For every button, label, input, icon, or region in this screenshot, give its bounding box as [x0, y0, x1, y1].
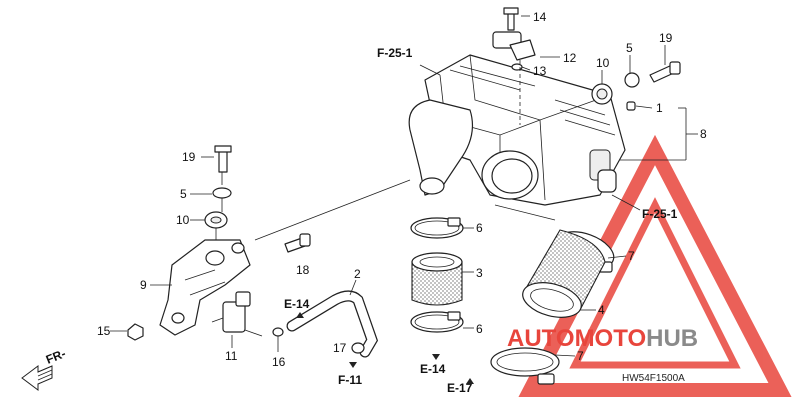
callout-5-right: 5 — [626, 41, 633, 55]
diagram-code: HW54F1500A — [622, 373, 685, 384]
guide-line-1 — [254, 179, 411, 241]
throttle-bore — [481, 150, 539, 200]
callout-6-lower: 6 — [476, 322, 483, 336]
callout-18: 18 — [296, 263, 310, 277]
left-mount-stack — [204, 145, 232, 248]
ref-f25-1-top: F-25-1 — [377, 46, 413, 60]
solenoid-valve — [211, 291, 263, 337]
callout-1: 1 — [656, 101, 663, 115]
intake-tube — [411, 252, 463, 306]
callout-8: 8 — [700, 127, 707, 141]
right-mount-parts — [591, 61, 681, 111]
callout-9: 9 — [140, 278, 147, 292]
callout-19-left: 19 — [182, 150, 196, 164]
watermark-part-moto: MOTO — [575, 325, 647, 352]
callout-3: 3 — [476, 266, 483, 280]
callout-14: 14 — [533, 10, 547, 24]
intake-duct — [522, 229, 606, 318]
nut-15 — [127, 323, 144, 341]
callout-12: 12 — [563, 51, 577, 65]
map-sensor — [492, 7, 536, 71]
clip-16 — [272, 327, 284, 337]
mount-bracket — [159, 239, 251, 336]
callout-2: 2 — [354, 267, 361, 281]
guide-line-2 — [494, 204, 556, 221]
callout-7-upper: 7 — [628, 249, 635, 263]
callout-5-left: 5 — [180, 187, 187, 201]
band-clamp-lower — [490, 347, 560, 385]
callout-13: 13 — [533, 64, 547, 78]
callout-16: 16 — [272, 355, 286, 369]
ref-f11: F-11 — [338, 373, 362, 387]
front-arrow: FR- — [21, 346, 68, 391]
callout-7-lower: 7 — [577, 349, 584, 363]
watermark-part-auto: AUTO — [507, 325, 575, 352]
leader-lines — [110, 15, 698, 357]
hose-clamp-upper — [410, 217, 464, 239]
ref-f25-1-right: F-25-1 — [642, 207, 678, 221]
callout-17: 17 — [333, 341, 347, 355]
bolt-18 — [284, 233, 311, 253]
callout-11: 11 — [225, 349, 238, 363]
hose-clamp-lower — [410, 311, 464, 333]
intake-plenum — [424, 54, 626, 206]
watermark-text: AUTOMOTOHUB — [507, 325, 698, 352]
ref-arrows — [296, 312, 474, 384]
front-label: FR- — [44, 346, 68, 366]
callout-6-upper: 6 — [476, 221, 483, 235]
watermark-part-hub: HUB — [646, 325, 698, 352]
callout-15: 15 — [97, 324, 111, 338]
throttle-elbow — [408, 99, 473, 196]
callout-10-right: 10 — [596, 56, 610, 70]
callout-19-right: 19 — [659, 31, 673, 45]
callout-4: 4 — [598, 303, 605, 317]
ref-e17: E-17 — [447, 381, 473, 395]
ref-e14-left: E-14 — [284, 297, 310, 311]
callout-10-left: 10 — [176, 213, 190, 227]
ref-e14-bottom: E-14 — [420, 362, 446, 376]
